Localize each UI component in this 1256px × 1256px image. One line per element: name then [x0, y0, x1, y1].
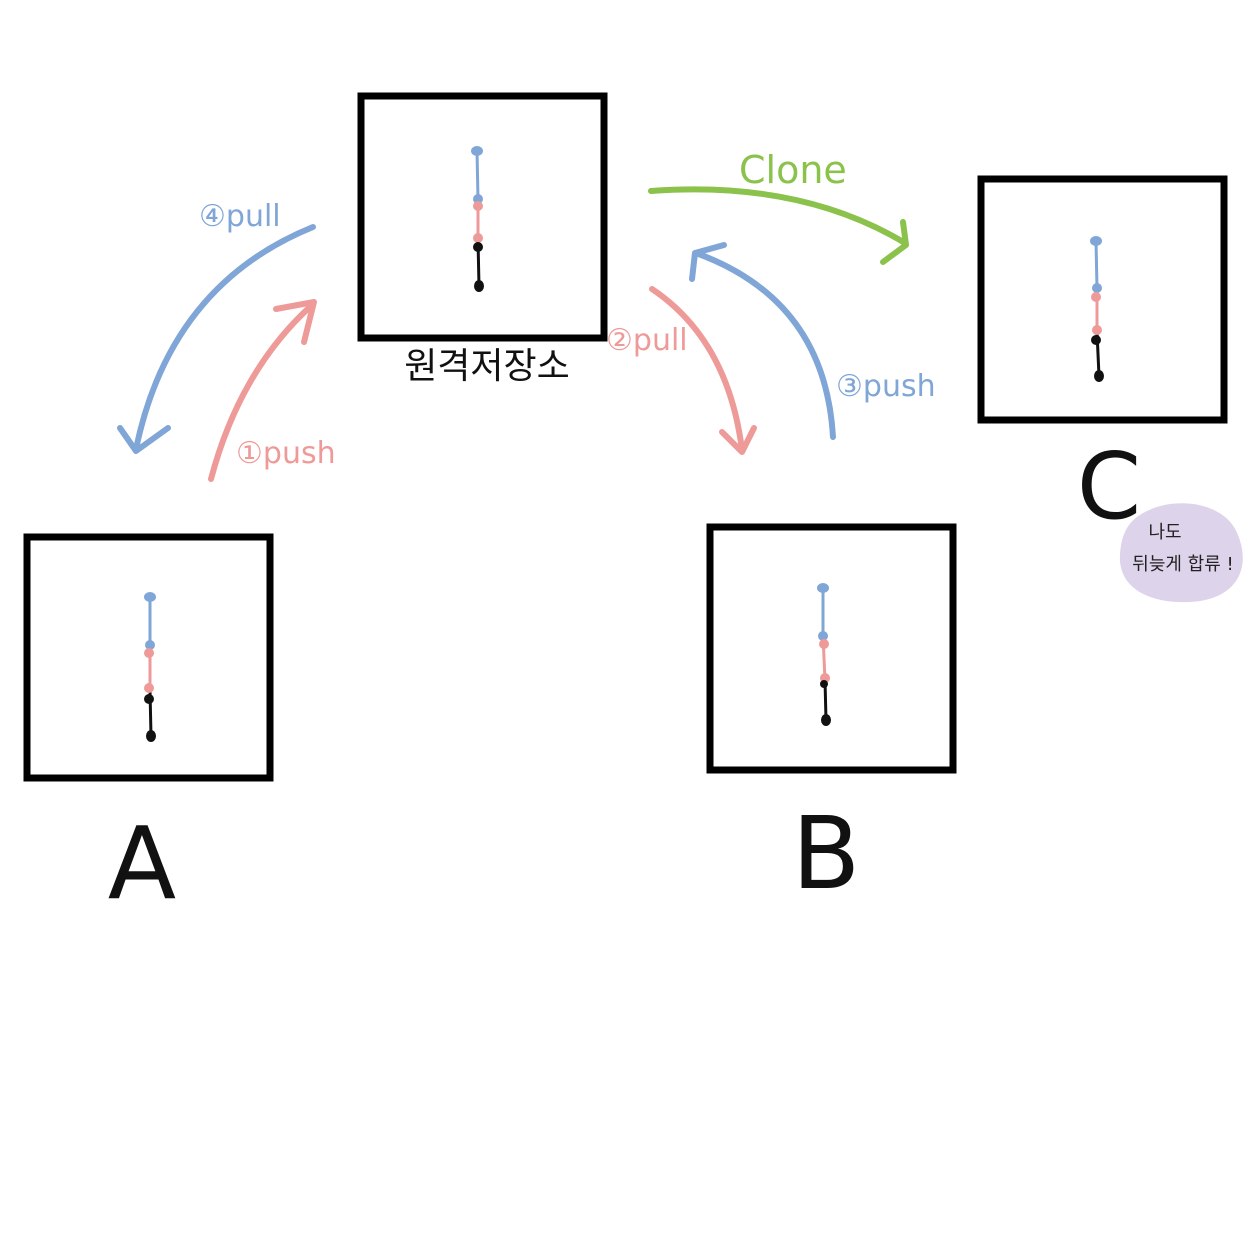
arrow-a-push: ①push: [208, 299, 336, 482]
pull-arrow-shaft: [133, 224, 316, 452]
repository-b: B: [706, 523, 957, 912]
commit-node-pink: [473, 233, 483, 243]
repo-b-box: [706, 523, 957, 774]
commit-node-pink: [1091, 292, 1101, 302]
clone-arrow-head: [880, 219, 909, 265]
commit-node-blue: [1090, 236, 1102, 246]
commit-node-blue: [1092, 283, 1102, 293]
push-arrow-head: [689, 242, 727, 282]
commit-node-blue: [471, 146, 483, 156]
repo-c-label: C: [1077, 433, 1141, 540]
clone-arrow-shaft: [648, 186, 908, 246]
remote-commit-graph: [471, 146, 484, 292]
repo-a-box: [23, 533, 274, 782]
commit-node-pink: [144, 683, 154, 693]
commit-node-pink: [819, 639, 829, 649]
a-pull-label: ④pull: [199, 199, 281, 234]
remote-repo-box: [357, 92, 608, 342]
commit-node-black: [146, 730, 156, 742]
pull-arrow-shaft: [649, 286, 745, 453]
pull-arrow-head: [117, 425, 171, 454]
repo-a-commit-graph: [144, 592, 156, 742]
late-join-note: 나도 뒤늦게 합류 !: [1119, 503, 1243, 603]
commit-node-blue: [144, 592, 156, 602]
commit-node-black: [821, 714, 831, 726]
arrow-clone: Clone: [648, 148, 909, 265]
remote-repo-label: 원격저장소: [404, 346, 570, 387]
a-push-label: ①push: [236, 436, 336, 471]
note-bubble: [1119, 503, 1243, 603]
repo-b-commit-graph: [817, 583, 831, 726]
commit-node-black: [1091, 335, 1101, 345]
repository-a: A: [23, 533, 274, 922]
commit-node-pink: [473, 201, 483, 211]
commit-node-black: [474, 280, 484, 292]
arrow-b-push: ③push: [689, 242, 936, 440]
commit-node-black: [1094, 370, 1104, 382]
commit-node-black: [144, 694, 154, 704]
note-line-2: 뒤늦게 합류 !: [1132, 554, 1233, 575]
commit-node-blue: [145, 640, 155, 650]
commit-node-pink: [144, 648, 154, 658]
b-push-label: ③push: [836, 369, 936, 404]
commit-node-blue: [818, 631, 828, 641]
arrow-b-pull: ②pull: [606, 286, 757, 455]
pull-arrow-head: [719, 425, 757, 455]
b-pull-label: ②pull: [606, 323, 688, 358]
repo-a-label: A: [108, 805, 176, 922]
remote-repository: 원격저장소: [357, 92, 608, 387]
repo-c-commit-graph: [1090, 236, 1104, 382]
clone-label: Clone: [739, 148, 847, 192]
commit-node-blue: [817, 583, 829, 593]
commit-node-black: [473, 242, 483, 252]
repository-c: C: [977, 175, 1228, 540]
commit-node-blue: [473, 194, 483, 204]
commit-node-pink: [1092, 325, 1102, 335]
push-arrow-head: [273, 299, 317, 345]
push-arrow-shaft: [693, 250, 836, 440]
note-line-1: 나도: [1148, 522, 1181, 543]
push-arrow-shaft: [208, 302, 315, 482]
repo-c-box: [977, 175, 1228, 424]
commit-node-black: [820, 680, 828, 688]
arrow-a-pull: ④pull: [117, 199, 316, 454]
repo-b-label: B: [792, 795, 861, 912]
